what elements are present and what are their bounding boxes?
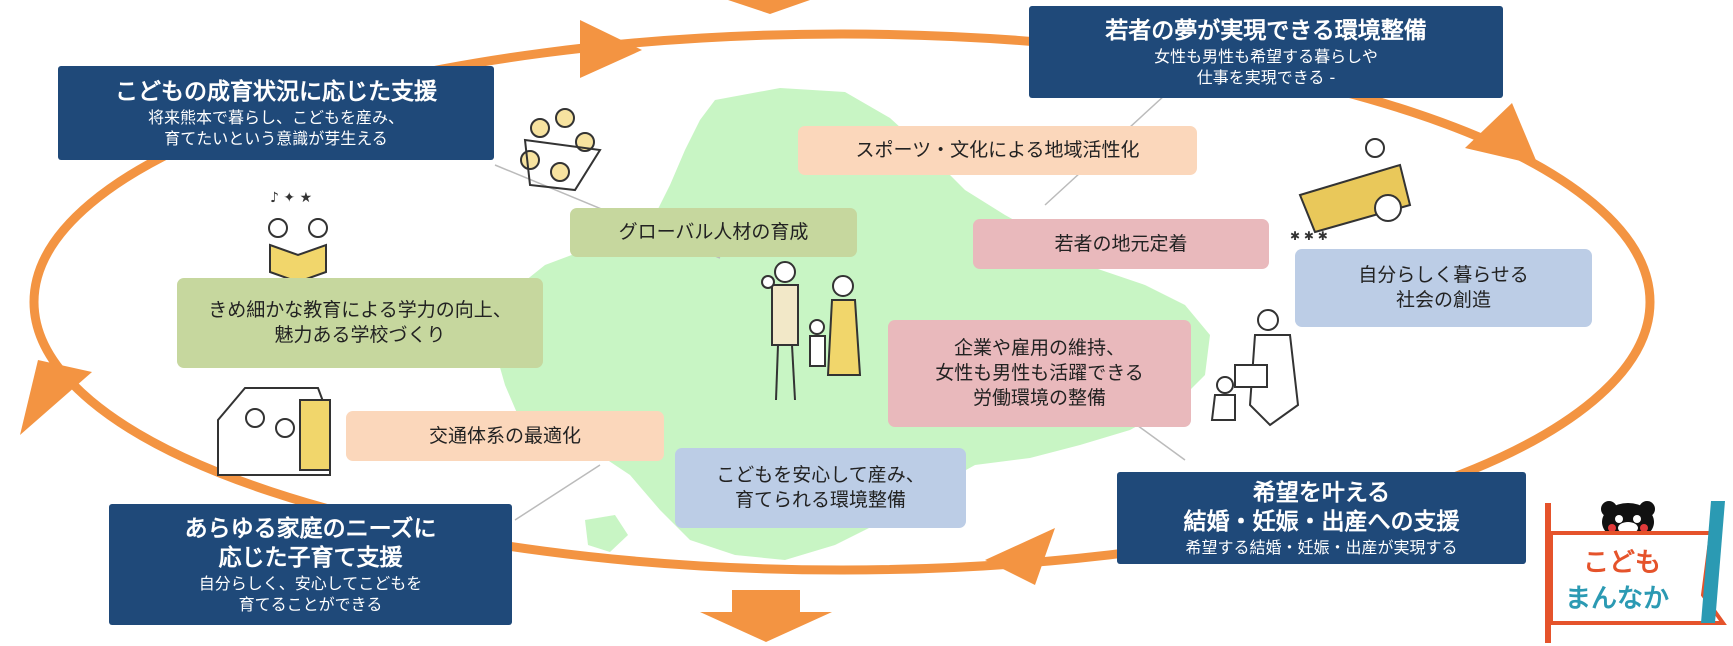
family-illustration-icon: [761, 261, 862, 401]
arrowhead-left: [20, 360, 92, 435]
header-youth-subtitle: 女性も男性も希望する暮らしや 仕事を実現できる -: [1154, 46, 1378, 87]
map-island-south: [585, 515, 628, 552]
header-families-title: あらゆる家庭のニーズに 応じた子育て支援: [184, 515, 437, 571]
header-family-needs: あらゆる家庭のニーズに 応じた子育て支援 自分らしく、安心してこどもを 育てるこ…: [109, 504, 512, 625]
label-employment: 企業や雇用の維持、 女性も男性も活躍できる 労働環境の整備: [888, 320, 1191, 427]
header-families-subtitle: 自分らしく、安心してこどもを 育てることができる: [198, 573, 423, 614]
parent-laptop-icon: [1210, 309, 1300, 427]
map-island: [588, 268, 640, 322]
logo-text-line1: こども: [1583, 548, 1661, 578]
arrowhead-top-left: [580, 20, 642, 78]
svg-text:✱ ✱ ✱: ✱ ✱ ✱: [1290, 229, 1328, 243]
reading-children-icon: ♪ ✦ ★: [268, 190, 328, 284]
top-down-arrow: [728, 0, 810, 14]
farmer-icon: ✱ ✱ ✱ ✱ ✱: [1290, 138, 1412, 261]
label-society-creation: 自分らしく暮らせる 社会の創造: [1295, 249, 1592, 327]
label-global-talent: グローバル人材の育成: [570, 208, 857, 257]
header-marriage-title: 希望を叶える 結婚・妊娠・出産への支援: [1183, 479, 1460, 535]
arrowhead-bottom-right: [985, 528, 1055, 585]
label-transport: 交通体系の最適化: [346, 411, 664, 461]
car-family-icon: [217, 387, 331, 476]
header-growth-title: こどもの成育状況に応じた支援: [115, 78, 437, 105]
header-youth-title: 若者の夢が実現できる環境整備: [1105, 17, 1427, 44]
header-growth-subtitle: 将来熊本で暮らし、こどもを産み、 育てたいという意識が芽生える: [147, 107, 404, 148]
logo-text-line2: まんなか: [1565, 584, 1669, 614]
kodomo-mannaka-logo: こども まんなか: [1545, 501, 1727, 643]
label-childbirth-environment: こどもを安心して産み、 育てられる環境整備: [675, 448, 966, 528]
header-growth-support: こどもの成育状況に応じた支援 将来熊本で暮らし、こどもを産み、 育てたいという意…: [58, 66, 494, 160]
svg-text:♪ ✦ ★: ♪ ✦ ★: [270, 190, 312, 206]
label-local-youth: 若者の地元定着: [973, 219, 1269, 269]
arrowhead-top-right: [1465, 103, 1538, 165]
header-marriage-subtitle: 希望する結婚・妊娠・出産が実現する: [1185, 537, 1458, 557]
header-marriage-support: 希望を叶える 結婚・妊娠・出産への支援 希望する結婚・妊娠・出産が実現する: [1117, 472, 1526, 564]
children-group-icon: [520, 108, 602, 192]
label-education: きめ細かな教育による学力の向上、 魅力ある学校づくり: [177, 278, 543, 368]
cycle-arrowheads: [20, 20, 1538, 585]
header-youth-dreams: 若者の夢が実現できる環境整備 女性も男性も希望する暮らしや 仕事を実現できる -: [1029, 6, 1503, 98]
cycle-ellipse: [29, 29, 1655, 575]
bottom-down-arrow: [700, 590, 832, 642]
label-sports-culture: スポーツ・文化による地域活性化: [798, 126, 1197, 175]
